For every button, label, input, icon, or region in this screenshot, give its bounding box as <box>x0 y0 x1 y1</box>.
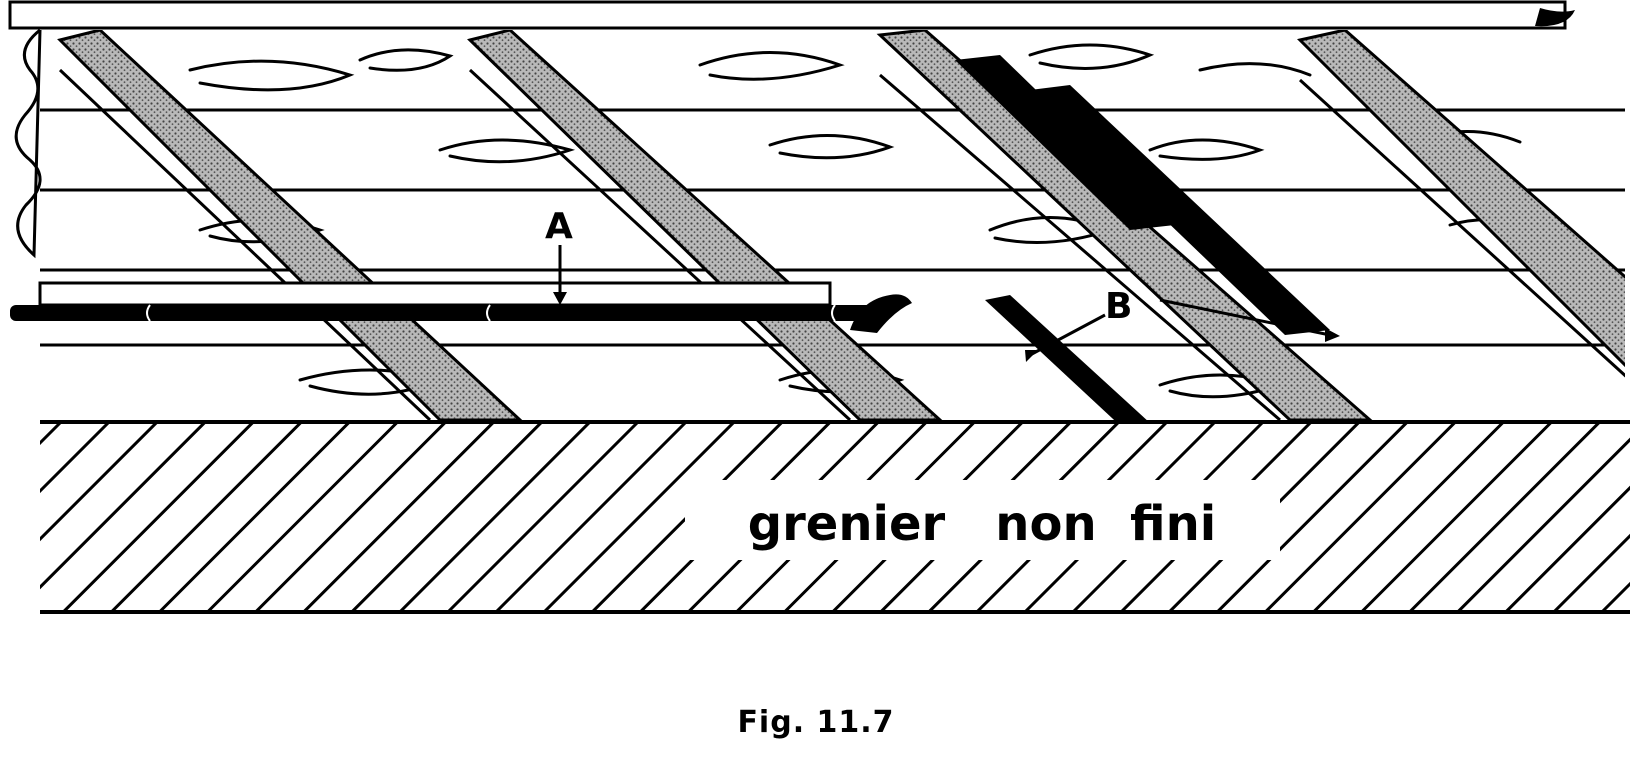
label-a-text: A <box>545 206 573 247</box>
label-a: A <box>545 206 573 305</box>
unfinished-attic-region: grenier non fini <box>40 420 1630 614</box>
figure-caption: Fig. 11.7 <box>737 705 895 740</box>
label-b: B <box>1025 286 1340 362</box>
torn-edge-left <box>14 28 42 259</box>
region-label: grenier non fini <box>748 496 1217 552</box>
joist-4 <box>1297 30 1625 368</box>
joists <box>57 30 1625 422</box>
duct-b <box>955 55 1330 440</box>
label-b-text: B <box>1105 286 1132 327</box>
pipe-a-assembly <box>10 281 912 333</box>
top-plank <box>8 0 1575 30</box>
